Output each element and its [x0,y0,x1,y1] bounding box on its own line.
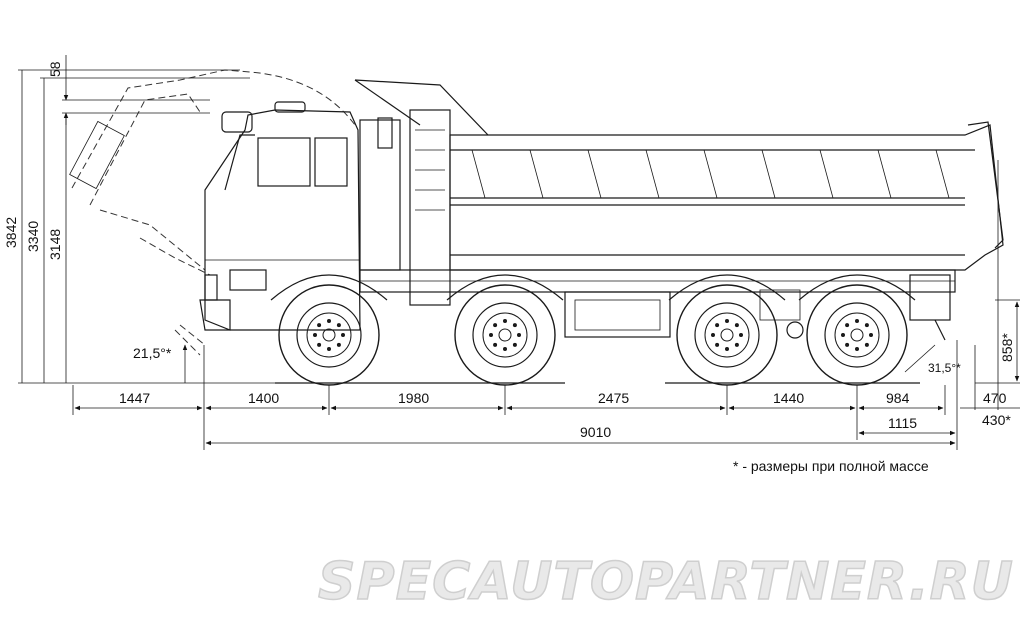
dim-1980: 1980 [398,390,429,406]
footnote: * - размеры при полной массе [733,458,929,474]
dim-angle-front: 21,5°* [133,345,172,361]
dim-1447: 1447 [119,390,150,406]
dimension-labels: 3842 3340 3148 58 21,5°* 31,5°* 1447 140… [3,61,1015,440]
dim-58: 58 [47,61,63,77]
dim-3842: 3842 [3,217,19,248]
dimension-lines [18,55,1020,450]
dim-1400: 1400 [248,390,279,406]
dim-984: 984 [886,390,910,406]
dim-1115: 1115 [888,415,917,431]
dim-470: 470 [983,390,1007,406]
dim-858: 858* [999,333,1015,362]
cab [199,101,451,331]
dim-3148: 3148 [47,229,63,260]
dim-3340: 3340 [25,221,41,252]
dim-9010: 9010 [580,424,611,440]
dump-body [354,79,1004,271]
dim-2475: 2475 [598,390,629,406]
dim-angle-rear: 31,5°* [928,361,961,375]
dim-1440: 1440 [773,390,804,406]
watermark: SPECAUTOPARTNER.RU [318,552,1014,612]
dim-430: 430* [982,412,1011,428]
